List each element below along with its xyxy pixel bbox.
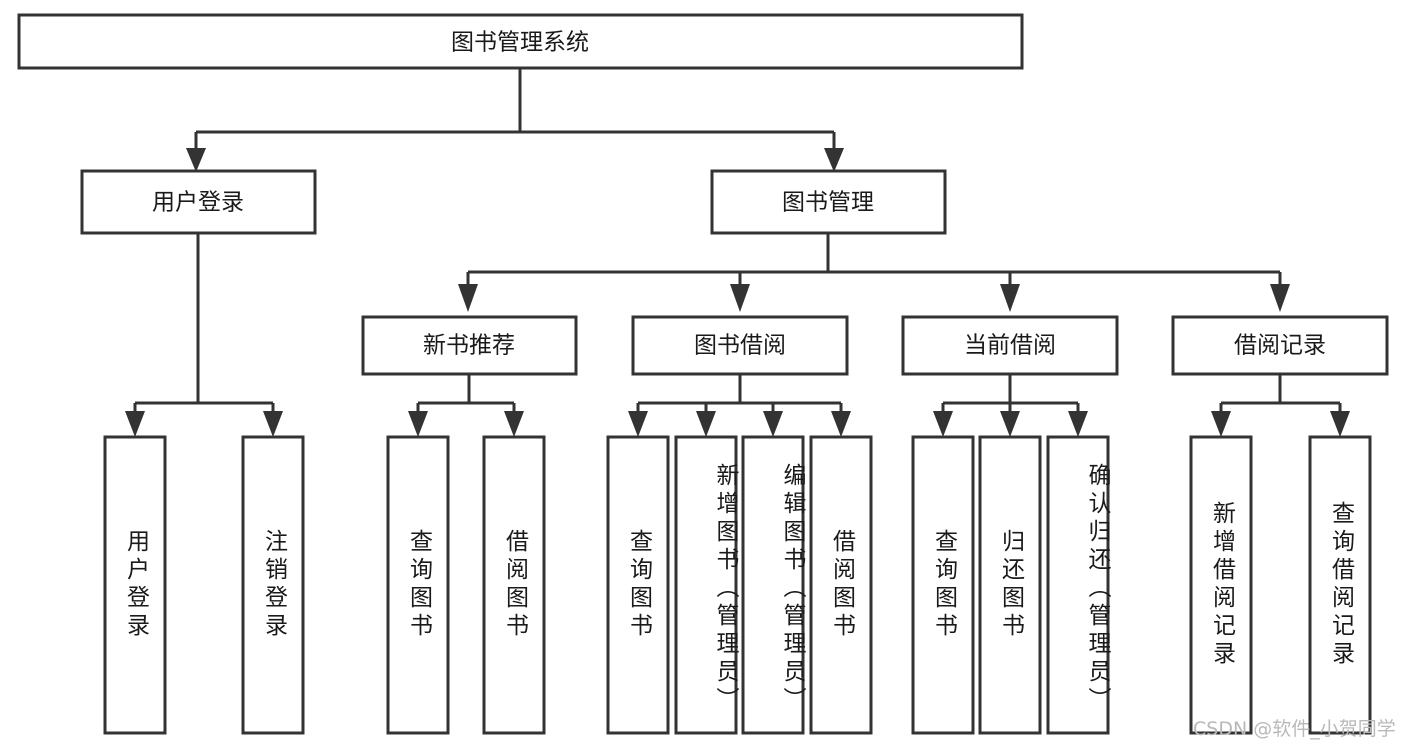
leaf-node-add-book-admin[interactable]: [674, 435, 738, 735]
node-box: [901, 315, 1119, 376]
node-box: [1171, 315, 1389, 376]
connector-line: [194, 68, 836, 152]
node-label: 新书推荐: [423, 333, 515, 359]
arrow-head-icon: [1270, 284, 1290, 312]
node-root[interactable]: 图书管理系统: [17, 13, 1024, 70]
leaf-node-query-book-1[interactable]: [386, 435, 450, 735]
arrow-head-icon: [1068, 411, 1088, 437]
connector-records-to-leaves: [1211, 375, 1350, 437]
node-box: [809, 435, 873, 735]
connector-line: [466, 233, 1282, 288]
leaf-node-edit-book-admin[interactable]: [741, 435, 805, 735]
leaf-node-add-borrow-record[interactable]: [1189, 435, 1253, 735]
leaf-node-return-book[interactable]: [978, 435, 1042, 735]
connector-line: [1219, 375, 1342, 415]
leaf-node-query-borrow-record[interactable]: [1308, 435, 1372, 735]
leaf-node-borrow-book-2[interactable]: [809, 435, 873, 735]
arrow-head-icon: [125, 411, 145, 437]
arrow-head-icon: [730, 284, 750, 312]
connector-login-to-leaves: [125, 233, 283, 437]
node-book-borrow[interactable]: 图书借阅: [631, 315, 849, 376]
node-box: [103, 435, 167, 735]
node-current-borrow[interactable]: 当前借阅: [901, 315, 1119, 376]
connector-line: [416, 375, 516, 415]
connector-line: [133, 233, 275, 415]
node-box: [361, 315, 578, 376]
arrow-head-icon: [933, 411, 953, 437]
node-label: 借阅记录: [1234, 333, 1326, 359]
arrow-head-icon: [628, 411, 648, 437]
connector-line: [636, 375, 843, 415]
node-box: [482, 435, 546, 735]
node-box: [1046, 435, 1110, 735]
node-label: 图书管理系统: [451, 30, 589, 56]
node-box: [911, 435, 975, 735]
node-borrow-records[interactable]: 借阅记录: [1171, 315, 1389, 376]
node-box: [674, 435, 738, 735]
node-label: 图书借阅: [694, 333, 786, 359]
node-box: [80, 169, 317, 235]
node-label: 图书管理: [782, 190, 874, 216]
arrow-head-icon: [1000, 284, 1020, 312]
leaf-node-logout[interactable]: [241, 435, 305, 735]
arrow-head-icon: [504, 411, 524, 437]
leaf-node-query-book-3[interactable]: [911, 435, 975, 735]
node-label: 用户登录: [152, 190, 244, 216]
node-box: [710, 169, 947, 235]
connector-line: [941, 375, 1080, 415]
node-new-book-recommend[interactable]: 新书推荐: [361, 315, 578, 376]
node-box: [978, 435, 1042, 735]
leaf-node-query-book-2[interactable]: [606, 435, 670, 735]
node-user-login[interactable]: 用户登录: [80, 169, 317, 235]
connector-current-to-leaves: [933, 375, 1088, 437]
leaf-node-user-login[interactable]: [103, 435, 167, 735]
arrow-head-icon: [763, 411, 783, 437]
arrow-head-icon: [831, 411, 851, 437]
node-box: [741, 435, 805, 735]
connector-root-to-level2: [186, 68, 844, 172]
arrow-head-icon: [1330, 411, 1350, 437]
connector-bookmgmt-to-level3: [458, 233, 1290, 312]
arrow-head-icon: [263, 411, 283, 437]
arrow-head-icon: [1211, 411, 1231, 437]
arrow-head-icon: [696, 411, 716, 437]
arrow-head-icon: [186, 148, 206, 172]
node-box: [17, 13, 1024, 70]
leaf-node-confirm-return-admin[interactable]: [1046, 435, 1110, 735]
arrow-head-icon: [408, 411, 428, 437]
node-book-management[interactable]: 图书管理: [710, 169, 947, 235]
arrow-head-icon: [824, 148, 844, 172]
node-box: [1189, 435, 1253, 735]
connector-borrow-to-leaves: [628, 375, 851, 437]
leaf-node-borrow-book-1[interactable]: [482, 435, 546, 735]
node-box: [241, 435, 305, 735]
arrow-head-icon: [1000, 411, 1020, 437]
arrow-head-icon: [458, 284, 478, 312]
node-box: [631, 315, 849, 376]
node-box: [1308, 435, 1372, 735]
node-box: [606, 435, 670, 735]
node-box: [386, 435, 450, 735]
connector-newbook-to-leaves: [408, 375, 524, 437]
node-label: 当前借阅: [964, 333, 1056, 359]
csdn-watermark: CSDN @软件_小贺同学: [1193, 718, 1396, 740]
